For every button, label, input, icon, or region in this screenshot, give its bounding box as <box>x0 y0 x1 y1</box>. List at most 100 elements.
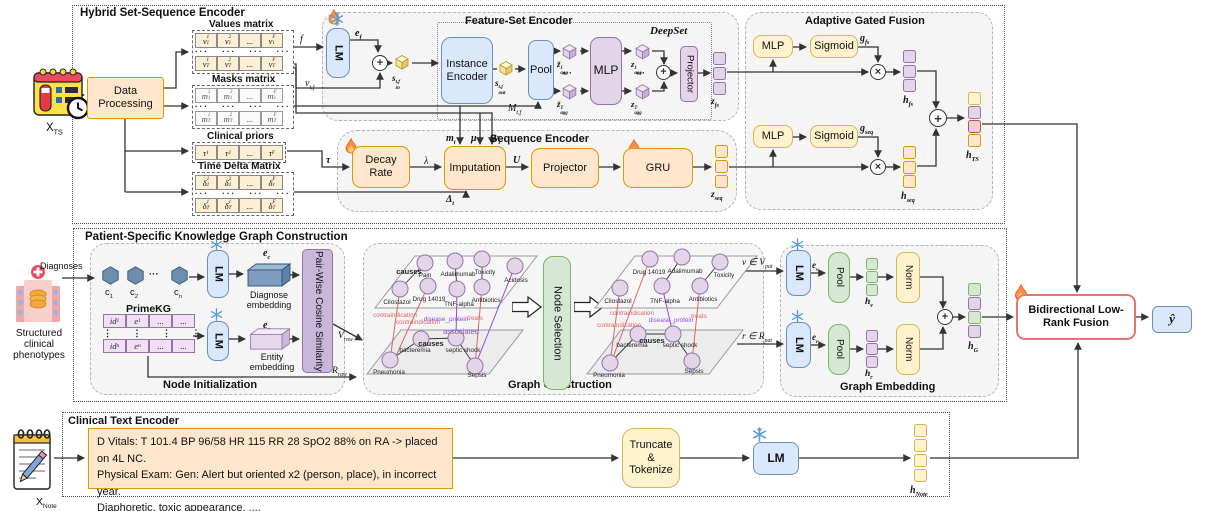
pairwise-cosine-box: Pair-Wise Cosine Similarity <box>302 249 333 373</box>
mu-label: μ <box>471 133 477 144</box>
x-ts-label: XTS <box>46 122 63 137</box>
vector-cell <box>968 311 981 324</box>
x-note-label: XNote <box>36 496 57 511</box>
note-icon <box>13 429 51 490</box>
vector-cell <box>903 175 916 188</box>
node-label: Antibiotics <box>472 297 501 304</box>
snowflake-icon <box>752 427 767 442</box>
snowflake-icon <box>210 308 223 321</box>
y-hat-box: ŷ <box>1152 306 1192 333</box>
time-delta-title: Time Delta Matrix <box>198 161 281 172</box>
vector-cell <box>968 92 981 105</box>
hospital-icon <box>16 265 60 322</box>
table-cell: ... <box>172 314 195 328</box>
z-seq-stack <box>715 145 728 188</box>
concept-hexagon <box>127 266 144 285</box>
lm-box-entities: LM <box>207 321 229 361</box>
projector-box-seq: Projector <box>531 148 599 188</box>
matrix-cell: ... <box>239 33 261 48</box>
truncate-tokenize-box: Truncate & Tokenize <box>622 428 680 488</box>
sigmoid-box-seq: Sigmoid <box>810 125 858 148</box>
node-label: bacteremia <box>616 342 648 349</box>
vector-cell <box>914 439 927 452</box>
hexagon-dots: ··· <box>149 269 159 280</box>
snowflake-icon <box>791 310 804 323</box>
h-r-stack <box>866 330 878 368</box>
h-ts-label: hTS <box>966 150 979 163</box>
cube-dots: ··· <box>563 68 572 78</box>
edge-label-disease-protein: disease_protein <box>424 316 469 323</box>
vector-cell <box>866 271 878 283</box>
node-label: TNF-alpha <box>444 301 474 308</box>
vector-cell <box>903 64 916 78</box>
matrix-dots: ··· ··· ··· ··· <box>195 189 291 198</box>
cn-label: cn <box>174 287 183 300</box>
vector-cell <box>914 469 927 482</box>
sigmoid-box-fs: Sigmoid <box>810 35 858 58</box>
vector-cell <box>968 283 981 296</box>
matrix-cell: ... <box>239 56 261 71</box>
note-line: Diaphoretic, toxic appearance, .... <box>97 502 261 511</box>
note-line: D Vitals: T 101.4 BP 96/58 HR 115 RR 28 … <box>97 436 438 465</box>
g-fs-label: gfs <box>860 33 870 46</box>
z-agg-cube <box>562 44 577 60</box>
vector-cell <box>866 284 878 296</box>
vector-cell <box>903 160 916 174</box>
z-agg-cube <box>562 84 577 100</box>
vector-cell <box>713 67 726 80</box>
pool-box-nodes: Pool <box>828 252 850 303</box>
h-v-label: hv <box>865 297 873 309</box>
table-cell: ... <box>149 339 172 353</box>
z-seq-label: zseq <box>711 190 723 202</box>
vector-cell <box>903 50 916 63</box>
projector-box-deepset: Projector <box>680 46 698 102</box>
block-arrow-icon <box>512 296 542 318</box>
matrix-cell: ... <box>239 145 261 160</box>
z-agg-cube <box>635 44 650 60</box>
edge-label-causes: causes <box>639 336 664 345</box>
note-section-title: Clinical Text Encoder <box>68 415 180 427</box>
z-fs-stack <box>713 52 726 95</box>
lm-box-diagnoses: LM <box>207 250 229 298</box>
h-r-label: hr <box>865 369 873 381</box>
feature-set-title: Feature-Set Encoder <box>465 15 573 27</box>
matrix-cell: ... <box>239 175 261 190</box>
node-label: Drug 14019 <box>633 269 666 276</box>
vector-cell <box>713 52 726 65</box>
table-cell: ... <box>149 314 172 328</box>
vector-cell <box>968 106 981 119</box>
vector-cell <box>866 356 878 368</box>
decay-rate-box: Decay Rate <box>352 146 410 188</box>
node-label: Sepsis <box>468 372 487 378</box>
times-circle: × <box>870 64 886 80</box>
plus-circle: + <box>656 65 671 80</box>
values-matrix-title: Values matrix <box>209 19 274 30</box>
matrix-cell: ... <box>239 111 261 126</box>
mlp-box-deepset: MLP <box>590 37 622 105</box>
e-v-ge-label: ev <box>812 260 819 273</box>
edge-label-causes: causes <box>396 267 421 276</box>
r-pat-label: r ∈ Rpat <box>742 332 773 344</box>
m-t-label: mt <box>446 133 456 146</box>
vector-cell <box>715 145 728 158</box>
lambda-label: λ <box>424 156 429 167</box>
m-tf-label: Mt,f <box>508 103 522 116</box>
node-selection-box: Node Selection <box>543 256 571 390</box>
edge-label-causes: causes <box>418 339 443 348</box>
